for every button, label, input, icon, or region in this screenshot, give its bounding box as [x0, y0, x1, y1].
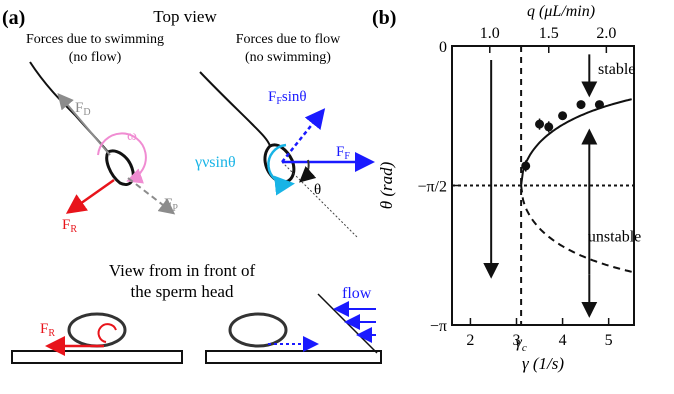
unstable-label: unstable: [588, 228, 641, 245]
reaction-force-arrow: [65, 178, 115, 214]
data-point: [521, 161, 531, 171]
front-head-left: [67, 312, 127, 348]
right-flagellum: [199, 71, 271, 147]
body-axis-line: [281, 161, 359, 239]
right-caption-line2: (no swimming): [245, 50, 331, 65]
rotation-label: ω: [127, 128, 137, 144]
panel-a-label: (a): [2, 7, 25, 29]
top-x-tick-label: 1.0: [480, 25, 500, 42]
unstable-curve: [520, 185, 632, 273]
propulsion-force-label: FP: [164, 196, 178, 214]
y-tick-label: 0: [439, 39, 447, 56]
reaction-force-label: FR: [62, 217, 77, 235]
stable-curve: [520, 98, 632, 186]
data-point: [544, 122, 554, 132]
data-point: [558, 111, 568, 121]
shear-term-label: γνsinθ: [194, 154, 236, 171]
y-tick-label: −π: [430, 318, 447, 335]
left-surface: [11, 350, 183, 364]
drag-force-label: FD: [75, 100, 91, 118]
data-point: [594, 100, 604, 110]
top-x-tick-label: 2.0: [596, 25, 616, 42]
front-reaction-label: FR: [40, 321, 55, 339]
theta-vs-gamma-chart: 2 3 4 5 1.0 1.5 2.0 0 −π/2 −π γ (1/s) q (μL/min) θ (…: [377, 3, 641, 373]
flow-force-label: FF: [336, 144, 350, 162]
x-tick-label: 3: [513, 332, 521, 349]
flow-profile-arrows: [333, 301, 376, 343]
rotation-arrow: [97, 132, 147, 184]
x-tick-label: 4: [559, 332, 567, 349]
y-tick-label: −π/2: [417, 179, 447, 196]
y-axis-label: θ (rad): [377, 161, 396, 209]
flow-label: flow: [342, 285, 372, 302]
top-x-tick-label: 1.5: [539, 25, 559, 42]
data-point: [535, 119, 545, 129]
top-x-axis-label: q (μL/min): [527, 3, 595, 20]
right-caption-line1: Forces due to flow: [236, 32, 341, 47]
data-point: [576, 100, 586, 110]
left-caption-line2: (no flow): [69, 50, 122, 65]
critical-gamma-label: γc: [516, 334, 527, 354]
x-tick-label: 5: [605, 332, 613, 349]
x-tick-label: 2: [466, 332, 474, 349]
flow-profile-line: [317, 293, 378, 354]
front-view-line2: the sperm head: [131, 282, 234, 301]
right-surface: [205, 350, 382, 364]
front-view-line1: View from in front of: [109, 261, 256, 280]
drag-force-arrow: [57, 92, 111, 156]
stable-label: stable: [598, 61, 635, 78]
theta-arc: [299, 159, 317, 183]
theta-label: θ: [314, 182, 321, 198]
flow-force-sin-arrow: [281, 108, 326, 163]
panel-b-label: (b): [372, 7, 396, 29]
front-head-right: [228, 312, 288, 348]
left-sperm: [29, 61, 135, 186]
shear-rotation-arrow: [267, 143, 295, 196]
top-view-title: Top view: [153, 7, 217, 26]
left-caption-line1: Forces due to swimming: [26, 32, 164, 47]
flow-force-sin-label: FFsinθ: [268, 89, 307, 107]
front-rotation-arrow: [97, 323, 117, 343]
x-axis-label: γ (1/s): [522, 354, 564, 373]
